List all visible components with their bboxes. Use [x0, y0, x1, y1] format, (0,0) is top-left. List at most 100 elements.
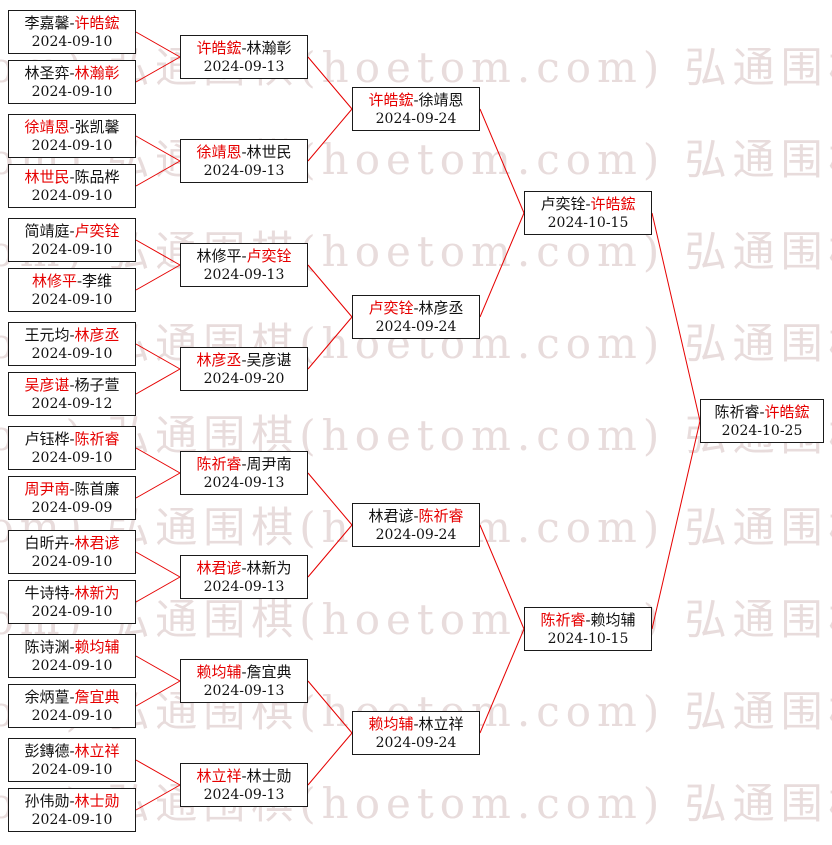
match-players: 白昕卉-林君谚 — [24, 533, 119, 553]
player2-name: 陈祈睿 — [74, 429, 120, 448]
match-players: 李嘉馨-许皓鋐 — [24, 13, 119, 33]
player1-name: 林君谚 — [368, 506, 414, 525]
match-date: 2024-09-13 — [203, 266, 285, 283]
name-separator: - — [69, 117, 75, 136]
match-players: 赖均辅-詹宜典 — [196, 662, 291, 682]
player1-name: 林立祥 — [196, 766, 242, 785]
match-date: 2024-10-15 — [547, 630, 629, 647]
match-date: 2024-09-10 — [31, 33, 113, 50]
player1-name: 陈诗渊 — [24, 637, 70, 656]
name-separator: - — [69, 167, 75, 186]
watermark-text: 弘通围棋(hoetom.com) 弘通围棋(hoetom.com) 弘通围棋(h… — [0, 43, 832, 92]
match-players: 简靖庭-卢奕铨 — [24, 221, 119, 241]
watermark-text: 弘通围棋(hoetom.com) 弘通围棋(hoetom.com) 弘通围棋(h… — [0, 595, 832, 644]
match-date: 2024-10-25 — [721, 422, 803, 439]
name-separator: - — [76, 271, 83, 290]
player1-name: 徐靖恩 — [196, 142, 242, 161]
match-players: 陈祈睿-周尹南 — [196, 454, 291, 474]
player2-name: 李维 — [82, 271, 113, 290]
name-separator: - — [69, 687, 75, 706]
match-players: 吴彦谌-杨子萱 — [24, 375, 119, 395]
match-date: 2024-09-13 — [203, 682, 285, 699]
player2-name: 赖均辅 — [590, 610, 636, 629]
match-date: 2024-09-10 — [31, 657, 113, 674]
match-players: 陈祈睿-赖均辅 — [540, 610, 635, 630]
name-separator: - — [69, 63, 75, 82]
watermark-text: 弘通围棋(hoetom.com) 弘通围棋(hoetom.com) 弘通围棋(h… — [0, 135, 832, 184]
player1-name: 彭鏄德 — [24, 741, 70, 760]
player1-name: 林彦丞 — [196, 350, 242, 369]
match-players: 陈祈睿-许皓鋐 — [714, 402, 809, 422]
player2-name: 林新为 — [74, 583, 120, 602]
player1-name: 陈祈睿 — [714, 402, 760, 421]
player2-name: 林士勋 — [74, 791, 120, 810]
player2-name: 周尹南 — [246, 454, 292, 473]
match-date: 2024-09-10 — [31, 83, 113, 100]
match-date: 2024-10-15 — [547, 214, 629, 231]
name-separator: - — [585, 194, 591, 213]
player2-name: 林瀚彰 — [74, 63, 120, 82]
match-players: 牛诗特-林新为 — [24, 583, 119, 603]
player1-name: 林修平 — [31, 271, 77, 290]
match-players: 林彦丞-吴彦谌 — [196, 350, 291, 370]
name-separator: - — [241, 454, 247, 473]
player1-name: 吴彦谌 — [24, 375, 70, 394]
match-players: 卢奕铨-林彦丞 — [368, 298, 463, 318]
player1-name: 林修平 — [196, 246, 242, 265]
match-players: 林立祥-林士勋 — [196, 766, 291, 786]
player1-name: 赖均辅 — [368, 714, 414, 733]
name-separator: - — [241, 558, 247, 577]
player2-name: 林士勋 — [246, 766, 292, 785]
match-date: 2024-09-13 — [203, 474, 285, 491]
match-date: 2024-09-10 — [31, 553, 113, 570]
player1-name: 徐靖恩 — [24, 117, 70, 136]
player2-name: 林立祥 — [74, 741, 120, 760]
name-separator: - — [241, 142, 247, 161]
match-date: 2024-09-10 — [31, 345, 113, 362]
name-separator: - — [69, 429, 75, 448]
name-separator: - — [759, 402, 765, 421]
match-players: 卢奕铨-许皓鋐 — [540, 194, 635, 214]
player2-name: 林彦丞 — [74, 325, 120, 344]
name-separator: - — [585, 610, 591, 629]
match-date: 2024-09-13 — [203, 58, 285, 75]
match-players: 林君谚-林新为 — [196, 558, 291, 578]
player1-name: 卢奕铨 — [540, 194, 586, 213]
name-separator: - — [241, 766, 247, 785]
name-separator: - — [241, 38, 247, 57]
player2-name: 陈品桦 — [74, 167, 120, 186]
match-players: 许皓鋐-徐靖恩 — [368, 90, 463, 110]
player2-name: 许皓鋐 — [590, 194, 636, 213]
player1-name: 赖均辅 — [196, 662, 242, 681]
match-date: 2024-09-24 — [375, 526, 457, 543]
match-players: 徐靖恩-张凯馨 — [24, 117, 119, 137]
match-date: 2024-09-10 — [31, 603, 113, 620]
player1-name: 卢钰桦 — [24, 429, 70, 448]
player2-name: 卢奕铨 — [74, 221, 120, 240]
match-players: 陈诗渊-赖均辅 — [24, 637, 119, 657]
name-separator: - — [69, 325, 75, 344]
player1-name: 简靖庭 — [24, 221, 70, 240]
match-players: 林世民-陈品桦 — [24, 167, 119, 187]
player2-name: 林世民 — [246, 142, 292, 161]
match-players: 林修平-李维 — [32, 271, 112, 291]
player2-name: 林彦丞 — [418, 298, 464, 317]
player1-name: 陈祈睿 — [540, 610, 586, 629]
match-players: 林君谚-陈祈睿 — [368, 506, 463, 526]
